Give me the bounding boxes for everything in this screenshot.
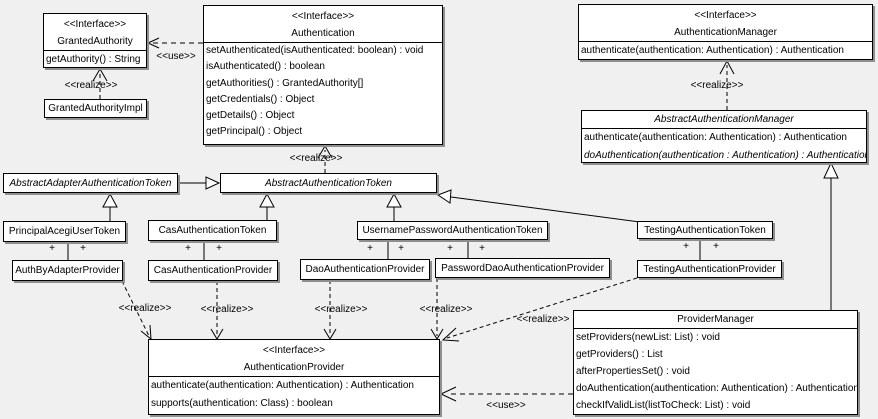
realize-abstractmanager-to-authenticationmanager <box>719 59 735 110</box>
method: setAuthenticated(isAuthenticated: boolea… <box>206 45 424 56</box>
class-auth-by-adapter-provider[interactable]: AuthByAdapterProvider <box>12 260 123 281</box>
plus-adornment: + <box>479 243 485 254</box>
realize-label: <<realize>> <box>289 153 343 164</box>
gen-adapter-to-abstracttoken <box>178 176 221 190</box>
gen-userpass-to-abstracttoken <box>386 192 402 221</box>
plus-adornment: + <box>80 243 86 254</box>
stereotype-label: <<Interface>> <box>63 19 127 30</box>
class-name: DaoAuthenticationProvider <box>305 264 425 275</box>
method: checkIfValidList(listToCheck: List) : vo… <box>576 400 751 411</box>
class-abstract-adapter-authentication-token[interactable]: AbstractAdapterAuthenticationToken <box>3 173 178 193</box>
plus-adornment: + <box>49 243 55 254</box>
dashed-edges <box>92 37 735 402</box>
class-name: Authentication <box>291 28 355 39</box>
class-name: CasAuthenticationProvider <box>153 265 273 276</box>
use-authentication-to-grantedauthority <box>146 37 203 49</box>
class-name: PasswordDaoAuthenticationProvider <box>441 262 604 274</box>
use-label: <<use>> <box>486 400 526 411</box>
class-name: AuthenticationManager <box>674 27 777 38</box>
use-providermanager-to-authenticationprovider <box>439 386 573 402</box>
class-authentication-provider[interactable]: <<Interface>> AuthenticationProvider aut… <box>148 339 440 415</box>
class-name: PrincipalAcegiUserToken <box>8 226 121 237</box>
realize-label: <<realize>> <box>118 303 172 314</box>
plus-adornment: + <box>216 243 222 254</box>
class-header: <<Interface>> AuthenticationProvider <box>149 340 439 377</box>
realize-label: <<realize>> <box>419 304 473 315</box>
plus-adornment: + <box>398 243 404 254</box>
method: authenticate(authentication: Authenticat… <box>581 45 844 56</box>
plus-adornment: + <box>683 241 689 252</box>
realize-label: <<realize>> <box>690 80 744 91</box>
class-username-password-authentication-token[interactable]: UsernamePasswordAuthenticationToken <box>357 221 548 240</box>
method: authenticate(authentication: Authenticat… <box>151 380 414 391</box>
class-authentication[interactable]: <<Interface>> Authentication setAuthenti… <box>203 5 443 145</box>
class-authentication-manager[interactable]: <<Interface>> AuthenticationManager auth… <box>578 4 873 60</box>
realize-testingprovider-to-authenticationprovider <box>441 277 638 342</box>
class-header: AbstractAuthenticationManager <box>582 111 866 129</box>
use-label: <<use>> <box>156 51 196 62</box>
method: isAuthenticated() : boolean <box>206 61 325 73</box>
method: getAuthority() : String <box>46 54 141 65</box>
stereotype-label: <<Interface>> <box>694 10 757 21</box>
class-cas-authentication-token[interactable]: CasAuthenticationToken <box>148 220 277 241</box>
method: authenticate(authentication: Authenticat… <box>584 132 847 143</box>
gen-testingtoken-to-abstracttoken <box>436 189 641 223</box>
class-header: <<Interface>> AuthenticationManager <box>579 5 872 42</box>
plus-adornment: + <box>447 243 453 254</box>
class-testing-authentication-provider[interactable]: TestingAuthenticationProvider <box>637 260 782 278</box>
method: setProviders(newList: List) : void <box>576 332 720 343</box>
class-name: TestingAuthenticationToken <box>644 224 766 236</box>
class-name: UsernamePasswordAuthenticationToken <box>362 225 543 236</box>
plus-adornment: + <box>185 243 191 254</box>
gen-castoken-to-abstracttoken <box>259 192 275 220</box>
method: afterPropertiesSet() : void <box>576 366 690 377</box>
class-header: ProviderManager <box>574 311 857 329</box>
class-name: TestingAuthenticationProvider <box>643 263 776 275</box>
association-edges <box>67 239 701 260</box>
method: doAuthentication(authentication: Authent… <box>576 383 857 394</box>
class-principal-acegi-user-token[interactable]: PrincipalAcegiUserToken <box>3 221 126 242</box>
method: getDetails() : Object <box>206 110 295 122</box>
realize-label: <<realize>> <box>314 304 368 315</box>
realize-label: <<realize>> <box>516 314 570 325</box>
class-abstract-authentication-token[interactable]: AbstractAuthenticationToken <box>220 173 437 193</box>
realize-abstracttoken-to-authentication <box>317 145 333 173</box>
class-granted-authority[interactable]: <<Interface>> GrantedAuthority getAuthor… <box>43 13 147 68</box>
method: getProviders() : List <box>576 349 663 360</box>
class-name: AbstractAuthenticationToken <box>265 177 392 189</box>
class-cas-authentication-provider[interactable]: CasAuthenticationProvider <box>148 260 278 281</box>
stereotype-label: <<Interface>> <box>291 11 355 22</box>
method: getCredentials() : Object <box>206 93 315 105</box>
class-testing-authentication-token[interactable]: TestingAuthenticationToken <box>637 221 773 239</box>
class-abstract-authentication-manager[interactable]: AbstractAuthenticationManager authentica… <box>581 110 867 163</box>
class-provider-manager[interactable]: ProviderManager setProviders(newList: Li… <box>573 310 858 415</box>
method: doAuthentication(authentication : Authen… <box>584 149 866 161</box>
class-name: CasAuthenticationToken <box>158 225 267 236</box>
stereotype-label: <<Interface>> <box>262 345 326 356</box>
class-name: ProviderManager <box>677 314 754 325</box>
class-name: GrantedAuthorityImpl <box>48 103 143 114</box>
class-header: <<Interface>> GrantedAuthority <box>44 14 146 51</box>
gen-providermanager-to-abstractmanager <box>823 161 839 310</box>
class-name: AbstractAdapterAuthenticationToken <box>9 177 172 189</box>
plus-adornment: + <box>367 243 373 254</box>
class-name: AuthByAdapterProvider <box>15 265 120 276</box>
realize-label: <<realize>> <box>200 304 254 315</box>
class-name: AuthenticationProvider <box>243 362 345 373</box>
class-dao-authentication-provider[interactable]: DaoAuthenticationProvider <box>300 259 430 280</box>
gen-principal-to-adapter <box>102 192 118 221</box>
generalization-edges <box>102 161 839 310</box>
class-name: GrantedAuthority <box>57 36 133 47</box>
class-name: AbstractAuthenticationManager <box>654 114 794 125</box>
method: supports(authentication: Class) : boolea… <box>151 398 333 409</box>
method: getAuthorities() : GrantedAuthority[] <box>206 77 364 89</box>
method: getPrincipal() : Object <box>206 126 303 138</box>
class-granted-authority-impl[interactable]: GrantedAuthorityImpl <box>44 99 147 118</box>
plus-adornment: + <box>713 241 719 252</box>
realize-label: <<realize>> <box>64 80 118 91</box>
class-header: <<Interface>> Authentication <box>204 6 442 43</box>
class-password-dao-authentication-provider[interactable]: PasswordDaoAuthenticationProvider <box>435 258 610 278</box>
realize-impl-to-grantedauthority <box>92 68 108 99</box>
